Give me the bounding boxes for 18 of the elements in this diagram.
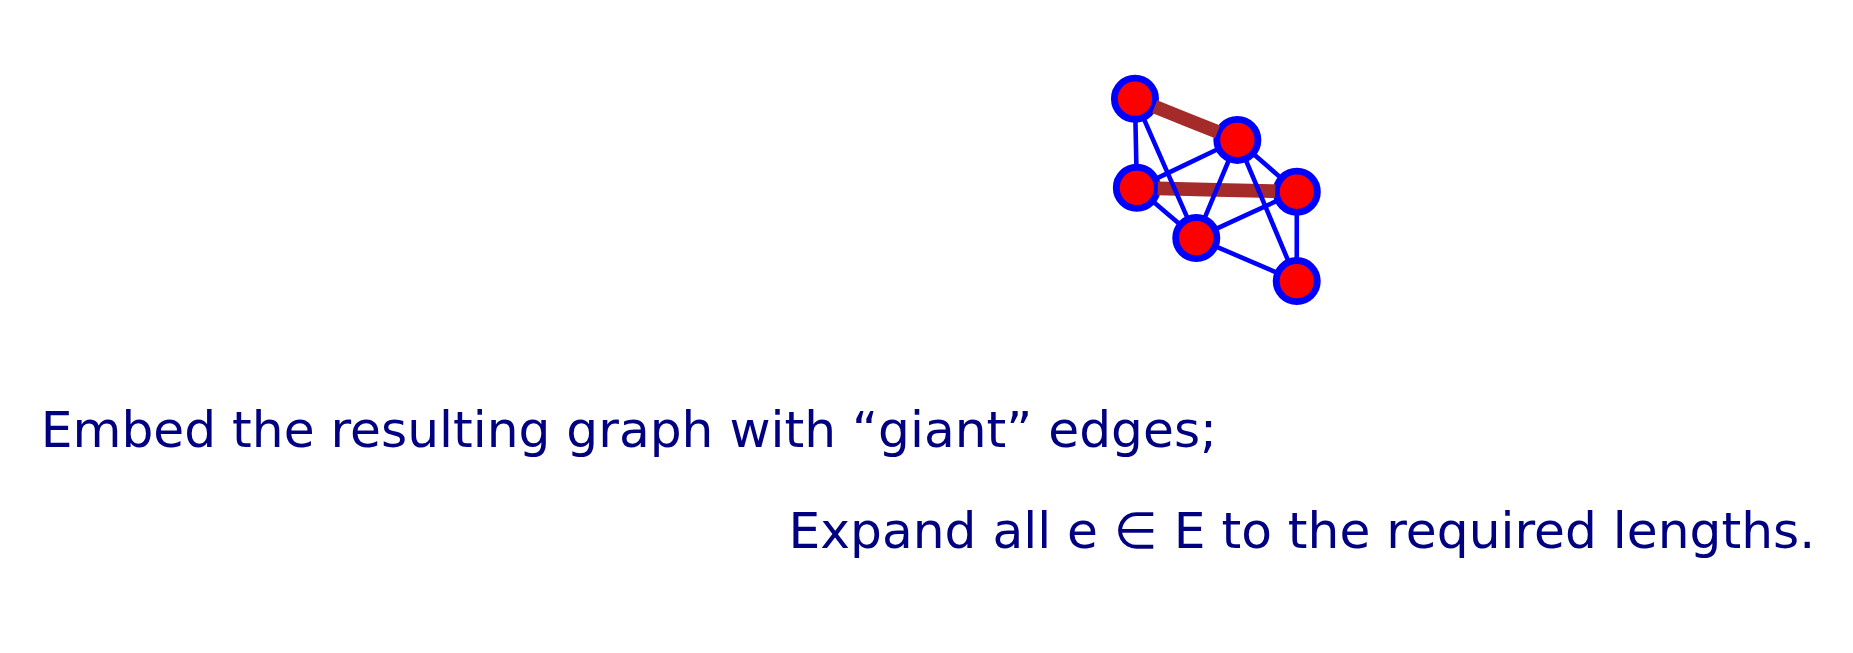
node-circle [1172,213,1221,262]
connector [1214,198,1279,231]
node-circle [1112,163,1161,212]
node-circle [1272,167,1321,216]
node-circle [1272,256,1321,305]
connector [1151,199,1182,226]
connector [1252,151,1283,180]
label: Expand all e ∈ E to the required lengths. [788,500,1816,560]
connector [1157,181,1276,198]
node-circle [1213,115,1262,164]
connector [1243,158,1291,263]
label: Embed the resulting graph with “giant” edges; [40,399,1218,459]
connector [1202,158,1232,220]
connector [1214,243,1279,275]
connector [1141,116,1190,220]
connector [1155,146,1220,181]
node-circle [1110,74,1159,123]
connector [1152,99,1221,138]
